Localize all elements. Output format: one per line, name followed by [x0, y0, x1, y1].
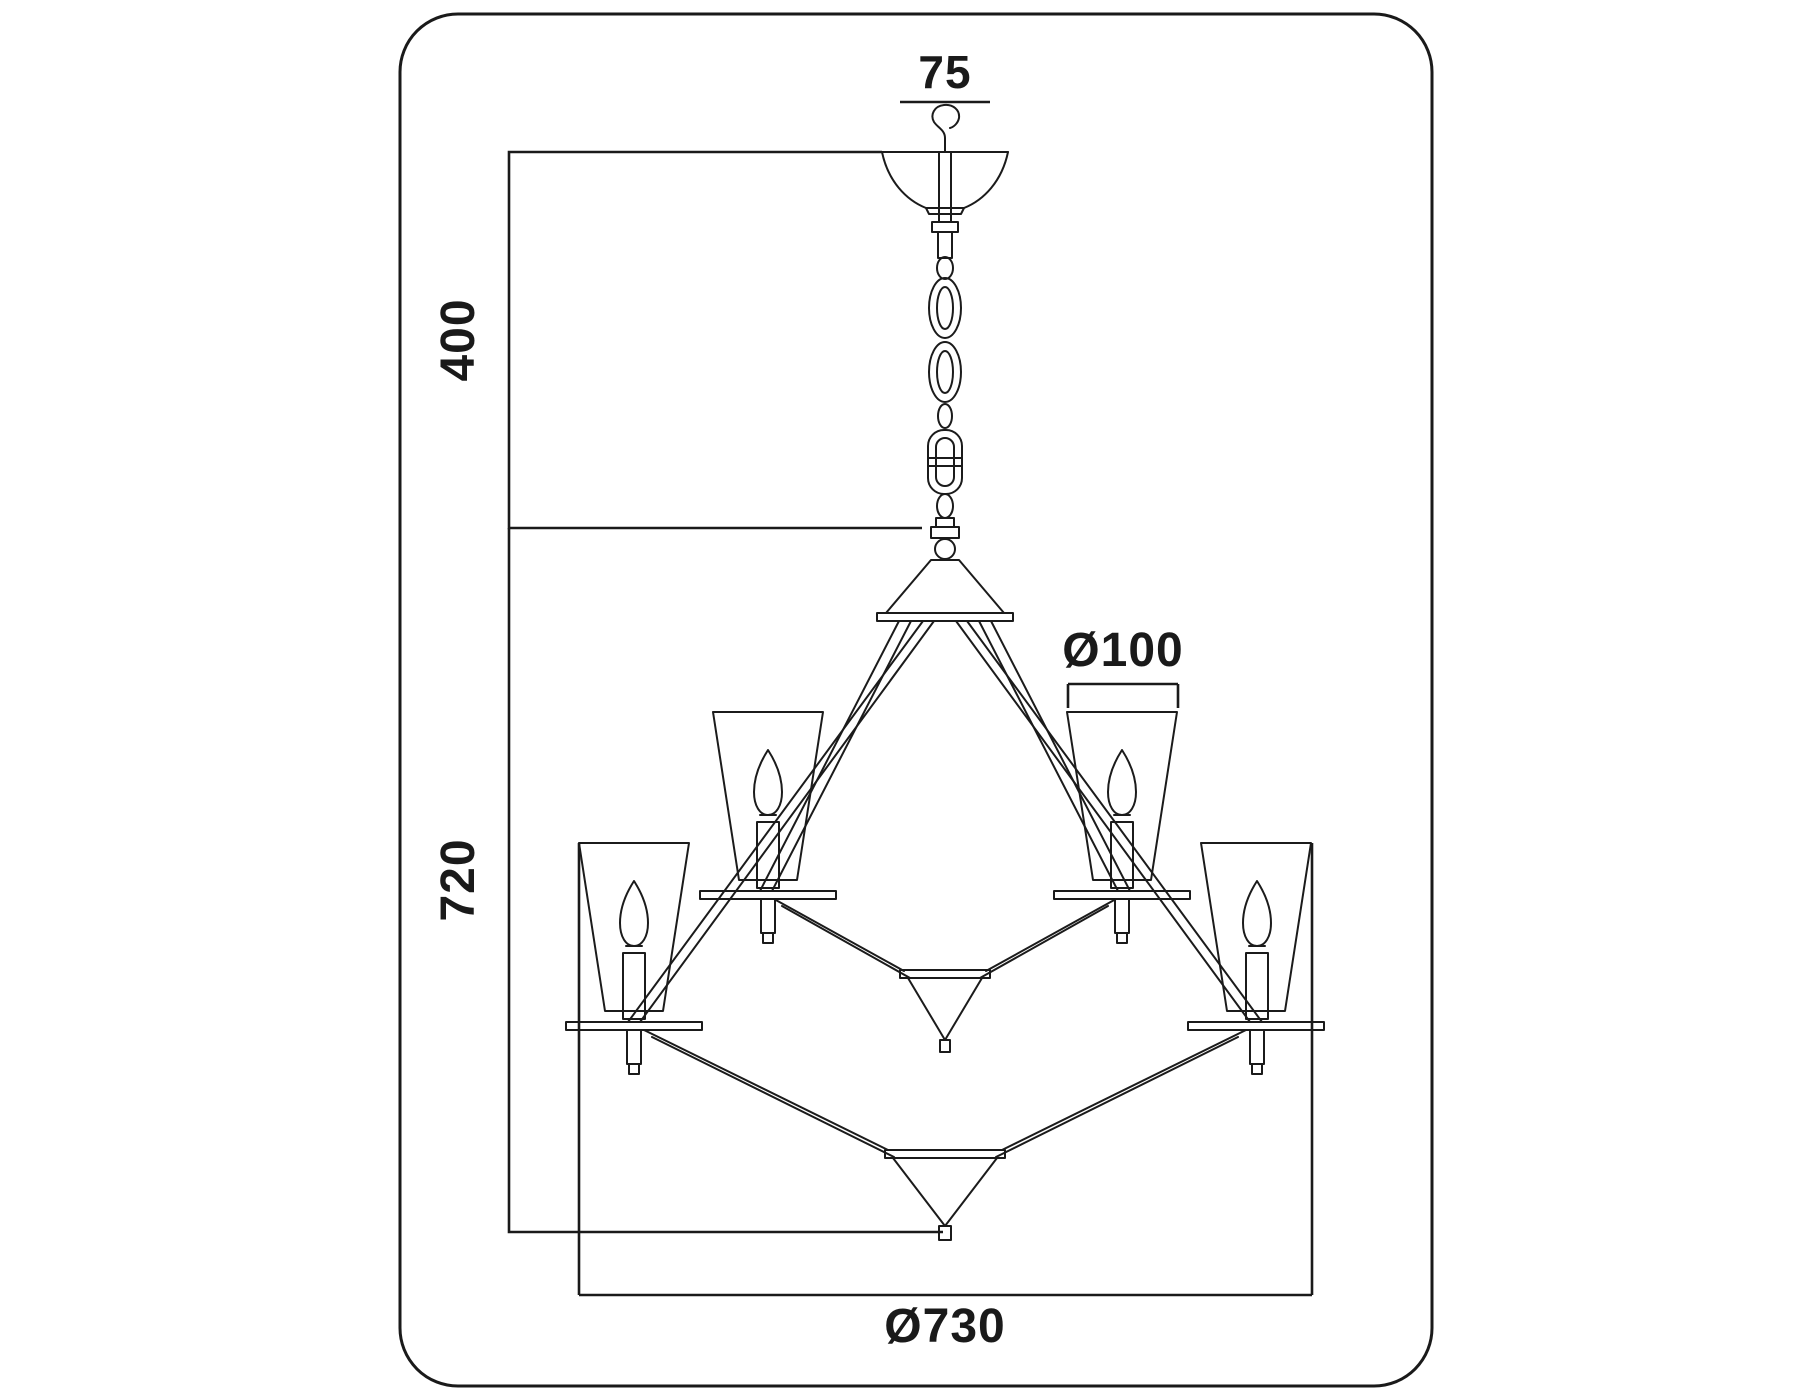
dim-body-height-line: [507, 528, 943, 1234]
suspension-chain: [927, 256, 963, 560]
candle-bulb: [753, 749, 783, 816]
dim-overall-diameter-label: Ø730: [884, 1300, 1005, 1353]
candle-bulb: [1107, 749, 1137, 816]
dim-body-height-label: 720: [432, 838, 485, 921]
chandelier-drawing: [565, 103, 1325, 1241]
mid-cone: [899, 969, 991, 1053]
quick-link: [927, 429, 963, 495]
ceiling-canopy: [881, 151, 1009, 259]
dim-shade-diameter-line: [1066, 682, 1180, 708]
inner-right-lamp: [1053, 711, 1191, 944]
dimension-annotations: 75 400 720 Ø100 Ø730: [432, 46, 1314, 1353]
candle-bulb: [619, 880, 649, 947]
dim-hook-width-label: 75: [918, 46, 971, 98]
top-cone: [876, 559, 1014, 622]
dim-overall-diameter-line: [577, 843, 1314, 1297]
dim-overall-diameter: Ø730: [577, 843, 1314, 1353]
outer-right-lamp: [1187, 842, 1325, 1075]
candle-bulb: [1242, 880, 1272, 947]
dim-suspension-height-line: [507, 150, 922, 530]
drawing-border: [398, 12, 1434, 1388]
dim-shade-diameter: Ø100: [1062, 624, 1183, 708]
dim-body-height: 720: [432, 528, 943, 1234]
arm-rods: [627, 620, 1263, 1158]
dim-suspension-height-label: 400: [432, 298, 485, 381]
bottom-cone: [884, 1149, 1006, 1241]
dim-shade-diameter-label: Ø100: [1062, 624, 1183, 677]
dim-suspension-height: 400: [432, 150, 922, 530]
inner-left-lamp: [699, 711, 837, 944]
outer-left-lamp: [565, 842, 703, 1075]
dim-hook-width: 75: [900, 46, 990, 104]
ceiling-hook: [931, 103, 961, 153]
